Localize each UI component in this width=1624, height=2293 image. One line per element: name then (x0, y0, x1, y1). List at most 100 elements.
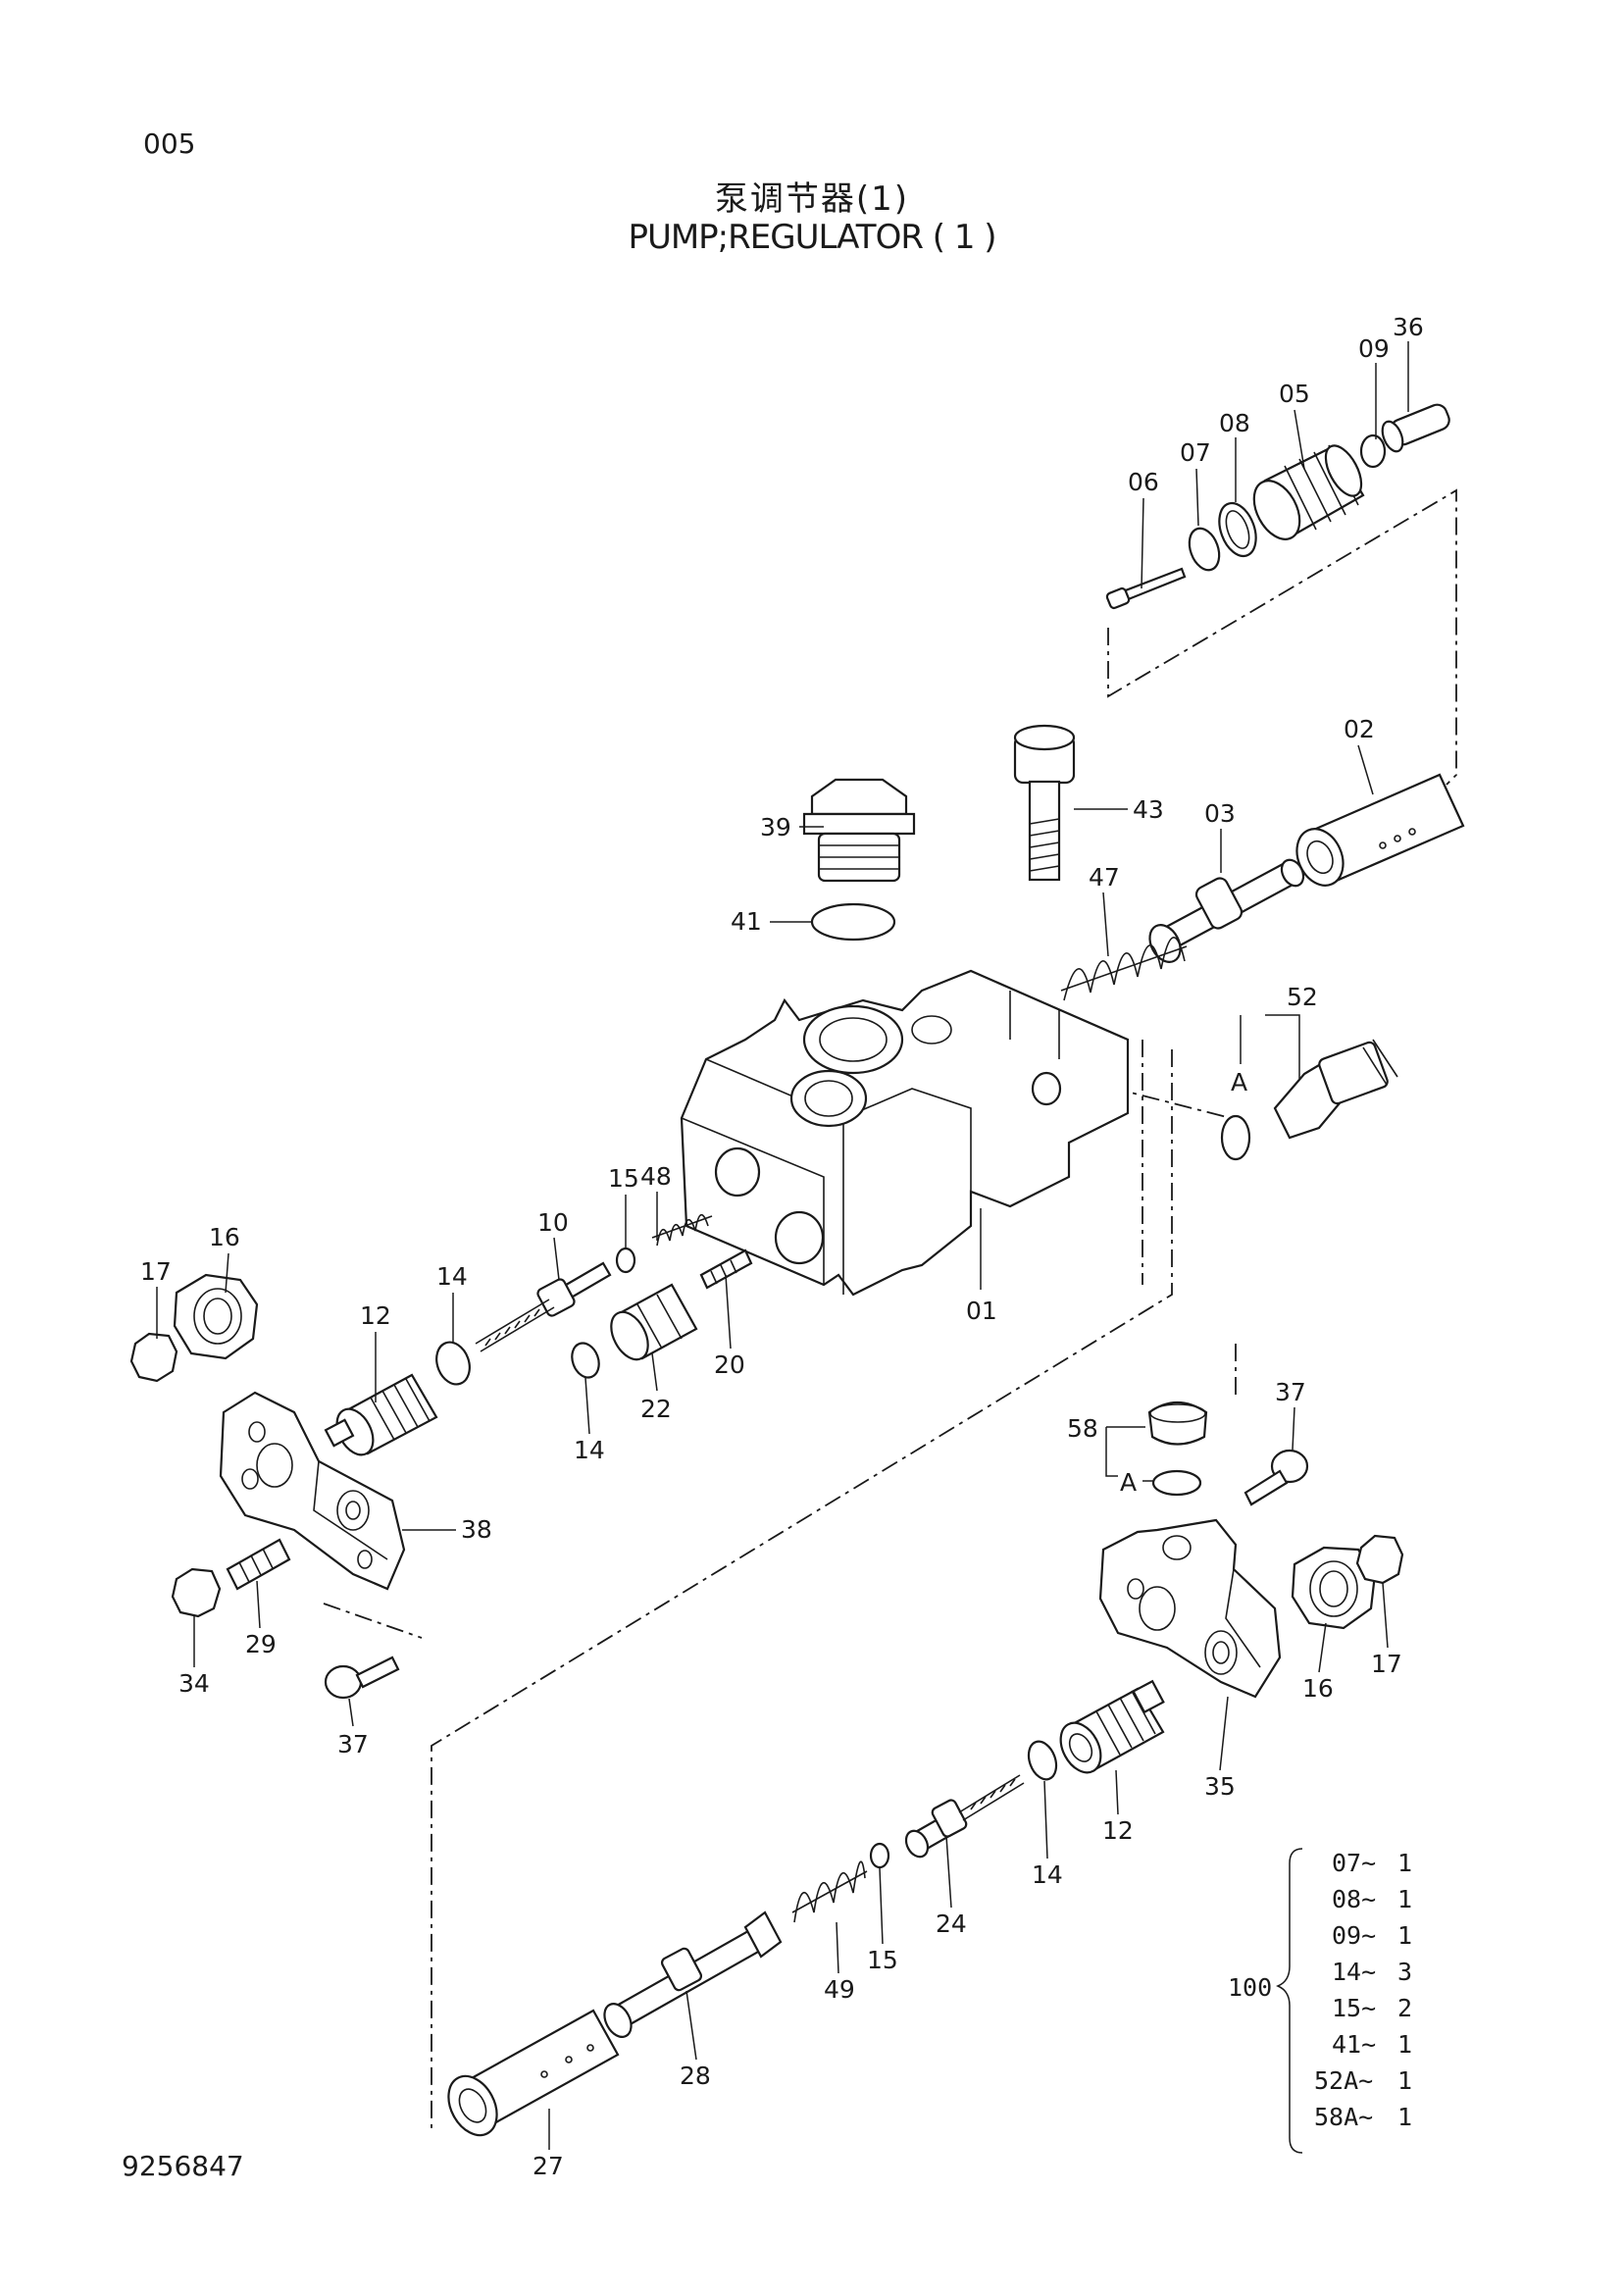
callout-06: 06 (1128, 468, 1159, 496)
page-title-english: PUMP;REGULATOR ( 1 ) (628, 218, 996, 257)
callout-03: 03 (1204, 799, 1236, 828)
part-48-spring (651, 1213, 713, 1247)
callout-29: 29 (245, 1630, 277, 1658)
kit-item-qty: 1 (1397, 1885, 1412, 1913)
callout-41: 41 (731, 907, 762, 936)
callout-24: 24 (936, 1910, 967, 1938)
callout-37-lower: 37 (337, 1730, 369, 1758)
part-58a-oring (1151, 1469, 1202, 1497)
kit-item-qty: 3 (1397, 1958, 1412, 1986)
part-14-oring-c (1027, 1740, 1058, 1781)
part-58-plug (1147, 1401, 1208, 1446)
document-number: 9256847 (122, 2150, 244, 2182)
part-12-plug-a (324, 1373, 438, 1456)
callout-47: 47 (1089, 863, 1120, 892)
part-17-nut-a (129, 1332, 178, 1383)
callout-16-upper: 16 (209, 1223, 240, 1251)
part-34-nut (171, 1567, 222, 1618)
part-14-oring-b (571, 1342, 600, 1379)
part-01-valve-body (680, 969, 1130, 1297)
callout-14-mid: 14 (574, 1436, 605, 1464)
part-16-nut-a (173, 1273, 259, 1360)
part-24-piston (904, 1774, 1025, 1859)
callout-a-lower: A (1120, 1468, 1137, 1497)
callout-37-upper: 37 (1275, 1378, 1306, 1406)
part-20-screw (699, 1248, 753, 1290)
part-27-sleeve (447, 2009, 620, 2137)
callout-02: 02 (1344, 715, 1375, 743)
kit-item-qty: 1 (1397, 2030, 1412, 2059)
callout-14-lower: 14 (1032, 1860, 1063, 1889)
callout-15-upper: 15 (608, 1164, 639, 1193)
part-39-plug (802, 778, 916, 883)
part-36-pin (1381, 403, 1450, 453)
callout-34: 34 (178, 1669, 210, 1698)
callout-35: 35 (1204, 1772, 1236, 1801)
part-06-pin (1105, 567, 1187, 610)
part-03-spool (1148, 858, 1305, 963)
callout-08: 08 (1219, 409, 1250, 437)
part-10-piston (475, 1261, 612, 1352)
part-52a-oring (1220, 1114, 1251, 1161)
callout-a-upper: A (1231, 1068, 1247, 1096)
kit-item-part: 15~ (1332, 1994, 1376, 2022)
part-14-oring-a (435, 1341, 471, 1386)
part-38-cover (219, 1391, 406, 1591)
callout-12-lower: 12 (1102, 1816, 1134, 1845)
callout-05: 05 (1279, 380, 1310, 408)
part-41-oring (810, 902, 896, 942)
kit-item-part: 41~ (1332, 2030, 1376, 2059)
callout-17-lower: 17 (1371, 1650, 1402, 1678)
callout-58: 58 (1067, 1414, 1098, 1443)
callout-28: 28 (680, 2062, 711, 2090)
callout-48: 48 (640, 1162, 672, 1191)
part-43-bolt (1013, 724, 1076, 882)
kit-item-part: 08~ (1332, 1885, 1376, 1913)
callout-01: 01 (966, 1297, 997, 1325)
callout-16-lower: 16 (1302, 1674, 1334, 1703)
part-15-oring (615, 1247, 636, 1274)
kit-item-part: 09~ (1332, 1921, 1376, 1950)
kit-item-qty: 1 (1397, 1849, 1412, 1877)
part-07-oring (1188, 527, 1221, 572)
part-22-piston (610, 1283, 698, 1361)
callout-38: 38 (461, 1515, 492, 1544)
repair-kit-number: 100 (1228, 1973, 1272, 2002)
part-29-screw (226, 1538, 291, 1591)
callout-20: 20 (714, 1350, 745, 1379)
callout-labels: 36 09 05 08 07 06 02 43 03 39 47 41 52 A… (140, 313, 1424, 2180)
kit-item-part: 52A~ (1314, 2066, 1373, 2095)
callout-22: 22 (640, 1395, 672, 1423)
leader-lines (156, 341, 1409, 2150)
part-12-plug-b (1059, 1679, 1165, 1774)
part-05-sleeve (1252, 444, 1365, 540)
kit-item-part: 14~ (1332, 1958, 1376, 1986)
part-37-bolt-b (1243, 1449, 1309, 1506)
page-number: 005 (143, 127, 196, 160)
callout-14-upper: 14 (436, 1262, 468, 1291)
callout-49: 49 (824, 1975, 855, 2004)
callout-52: 52 (1287, 983, 1318, 1011)
kit-item-qty: 1 (1397, 2066, 1412, 2095)
callout-15-lower: 15 (867, 1946, 898, 1974)
part-16-nut-b (1291, 1546, 1377, 1630)
kit-item-part: 07~ (1332, 1849, 1376, 1877)
part-37-bolt-a (324, 1656, 400, 1700)
callout-09: 09 (1358, 334, 1390, 363)
part-17-nut-b (1355, 1534, 1404, 1585)
kit-item-qty: 1 (1397, 1921, 1412, 1950)
callout-39: 39 (760, 813, 791, 841)
assembly-outline-lines (323, 488, 1457, 2128)
callout-10: 10 (537, 1208, 569, 1237)
part-47-spring (1060, 937, 1188, 1001)
callout-17-upper: 17 (140, 1257, 172, 1286)
kit-item-part: 58A~ (1314, 2103, 1373, 2131)
repair-kit-list: 100 07~ 1 08~ 1 09~ 1 14~ 3 15~ 2 41~ 1 … (1228, 1848, 1412, 2154)
kit-item-qty: 2 (1397, 1994, 1412, 2022)
callout-36: 36 (1393, 313, 1424, 341)
callout-27: 27 (533, 2152, 564, 2180)
part-09-oring (1359, 433, 1387, 469)
part-02-sleeve (1295, 773, 1465, 887)
part-35-cover (1098, 1518, 1282, 1699)
